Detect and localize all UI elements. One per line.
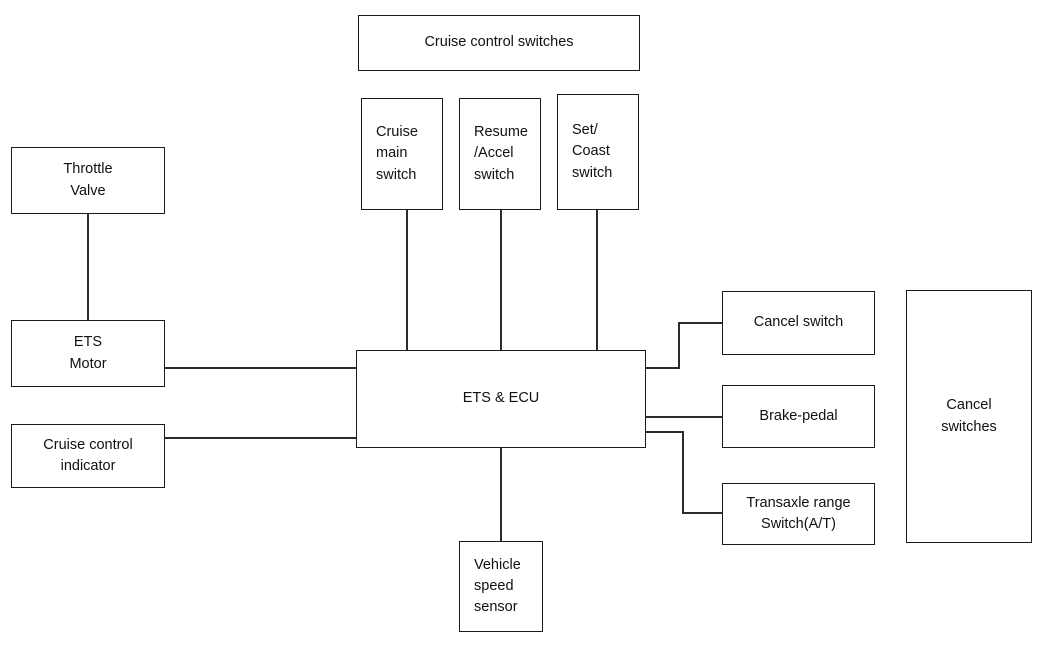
node-ets-ecu-label: ETS & ECU xyxy=(462,390,540,407)
node-cancel-switches-group[interactable]: Cancel switches xyxy=(906,290,1032,543)
node-resume-accel-switch-label: Resume /Accel switch xyxy=(474,124,528,183)
node-brake-pedal-label: Brake-pedal xyxy=(759,407,838,424)
connector-cruise-control-indicator-to-ecu xyxy=(164,437,358,439)
connector-cruise-main-switch-to-ecu xyxy=(406,209,408,351)
node-resume-accel-switch[interactable]: Resume /Accel switch xyxy=(459,98,541,210)
node-throttle-valve[interactable]: Throttle Valve xyxy=(11,147,165,214)
node-vehicle-speed-sensor[interactable]: Vehicle speed sensor xyxy=(459,541,543,632)
connector-ecu-to-brake-pedal xyxy=(644,416,724,418)
connector-ecu-to-cancel-switch-arm xyxy=(678,322,724,324)
node-vehicle-speed-sensor-label: Vehicle speed sensor xyxy=(474,556,521,615)
node-cruise-control-switches-label: Cruise control switches xyxy=(424,34,574,51)
node-throttle-valve-label: Throttle Valve xyxy=(63,161,113,199)
node-cancel-switches-group-label: Cancel switches xyxy=(941,397,997,435)
node-brake-pedal[interactable]: Brake-pedal xyxy=(722,385,875,448)
node-cancel-switch[interactable]: Cancel switch xyxy=(722,291,875,355)
connector-ecu-to-vehicle-speed-sensor xyxy=(500,447,502,542)
connector-throttle-valve-to-ets-motor xyxy=(87,213,89,321)
connector-ecu-to-cancel-switch-stub xyxy=(644,367,680,369)
node-ets-motor-label: ETS Motor xyxy=(69,334,107,372)
connector-ecu-to-transaxle-switch-arm xyxy=(682,512,724,514)
node-transaxle-range-switch-label: Transaxle range Switch(A/T) xyxy=(746,494,851,532)
node-cruise-control-indicator-label: Cruise control indicator xyxy=(43,436,133,474)
connector-ecu-to-cancel-switch-riser xyxy=(678,322,680,369)
node-set-coast-switch-label: Set/ Coast switch xyxy=(572,122,613,181)
node-cruise-control-switches[interactable]: Cruise control switches xyxy=(358,15,640,71)
node-set-coast-switch[interactable]: Set/ Coast switch xyxy=(557,94,639,210)
node-cruise-main-switch-label: Cruise main switch xyxy=(376,124,418,183)
connector-ets-motor-to-ecu xyxy=(164,367,358,369)
node-ets-motor[interactable]: ETS Motor xyxy=(11,320,165,387)
connector-ecu-to-transaxle-switch-drop xyxy=(682,431,684,514)
node-transaxle-range-switch[interactable]: Transaxle range Switch(A/T) xyxy=(722,483,875,545)
node-cruise-control-indicator[interactable]: Cruise control indicator xyxy=(11,424,165,488)
connector-ecu-to-transaxle-switch-stub xyxy=(644,431,684,433)
connector-resume-accel-switch-to-ecu xyxy=(500,209,502,351)
node-cruise-main-switch[interactable]: Cruise main switch xyxy=(361,98,443,210)
connector-set-coast-switch-to-ecu xyxy=(596,209,598,351)
node-ets-ecu[interactable]: ETS & ECU xyxy=(356,350,646,448)
node-cancel-switch-label: Cancel switch xyxy=(753,314,844,331)
